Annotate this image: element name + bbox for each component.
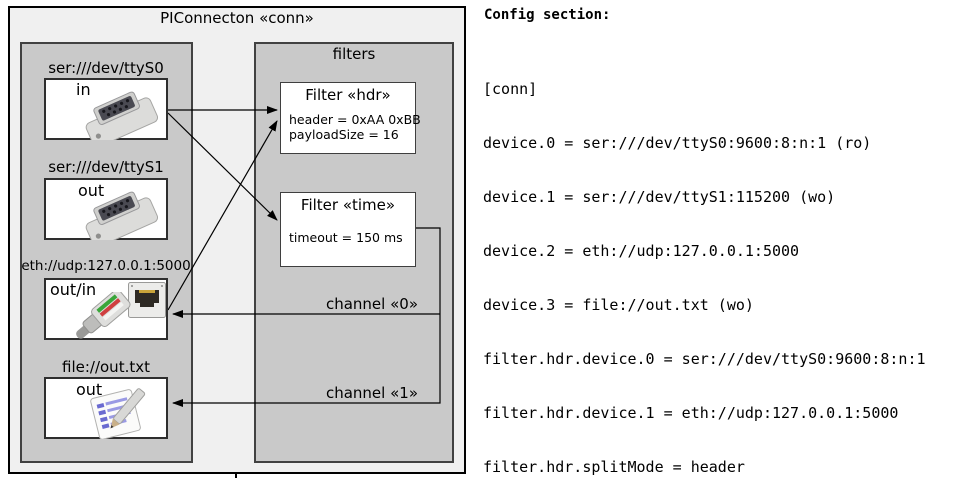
serial-connector-icon (85, 91, 159, 140)
filter-time-attr-timeout: timeout = 150 ms (289, 230, 403, 245)
device-eth-box: out/in (44, 278, 168, 340)
filter-hdr-attr-payloadsize: payloadSize = 16 (289, 127, 399, 142)
ethernet-plug-icon (76, 292, 131, 339)
filter-hdr-attrs: header = 0xAA 0xBB payloadSize = 16 (289, 112, 421, 142)
serial-connector-icon (85, 191, 159, 240)
channel-0-label: channel «0» (325, 295, 418, 313)
filter-time-attrs: timeout = 150 ms (289, 230, 403, 245)
notepad-pencil-icon (90, 388, 146, 439)
config-line: filter.hdr.device.0 = ser:///dev/ttyS0:9… (483, 350, 926, 368)
device-eth-port-label: out/in (50, 280, 97, 299)
bottom-center-tick (235, 472, 237, 478)
filter-time-title: Filter «time» (300, 196, 396, 214)
filter-hdr-box: Filter «hdr» header = 0xAA 0xBB payloadS… (280, 82, 421, 154)
config-line: device.3 = file://out.txt (wo) (483, 296, 754, 314)
config-line: filter.hdr.splitMode = header (483, 458, 745, 476)
config-section-heading: Config section: (484, 7, 611, 23)
filter-time-box: Filter «time» timeout = 150 ms (280, 192, 416, 267)
device-ttys0-uri: ser:///dev/ttyS0 (48, 59, 164, 77)
channel-1-label: channel «1» (325, 384, 418, 402)
filter-hdr-attr-header: header = 0xAA 0xBB (289, 112, 421, 127)
device-file-box: out (44, 377, 168, 439)
config-line: device.1 = ser:///dev/ttyS1:115200 (wo) (483, 188, 836, 206)
device-ttys1-box: out (44, 178, 168, 240)
device-ttys1-uri: ser:///dev/ttyS1 (48, 158, 164, 176)
device-ttys0-box: in (44, 78, 168, 140)
ethernet-jack-icon (128, 282, 166, 318)
filters-group-label: filters (332, 45, 376, 63)
config-line: [conn] (483, 80, 538, 98)
device-ttys1-port-label: out (78, 181, 105, 200)
config-line: device.0 = ser:///dev/ttyS0:9600:8:n:1 (… (483, 134, 872, 152)
device-file-port-label: out (76, 380, 103, 399)
config-lines: [conn] device.0 = ser:///dev/ttyS0:9600:… (483, 44, 935, 484)
device-eth-uri: eth://udp:127.0.0.1:5000 (21, 258, 191, 274)
device-ttys0-port-label: in (76, 80, 91, 99)
config-line: filter.hdr.device.1 = eth://udp:127.0.0.… (483, 404, 899, 422)
device-file-uri: file://out.txt (62, 358, 150, 376)
config-line: device.2 = eth://udp:127.0.0.1:5000 (483, 242, 800, 260)
filter-hdr-title: Filter «hdr» (305, 86, 391, 104)
diagram-title: PIConnecton «conn» (160, 9, 314, 27)
